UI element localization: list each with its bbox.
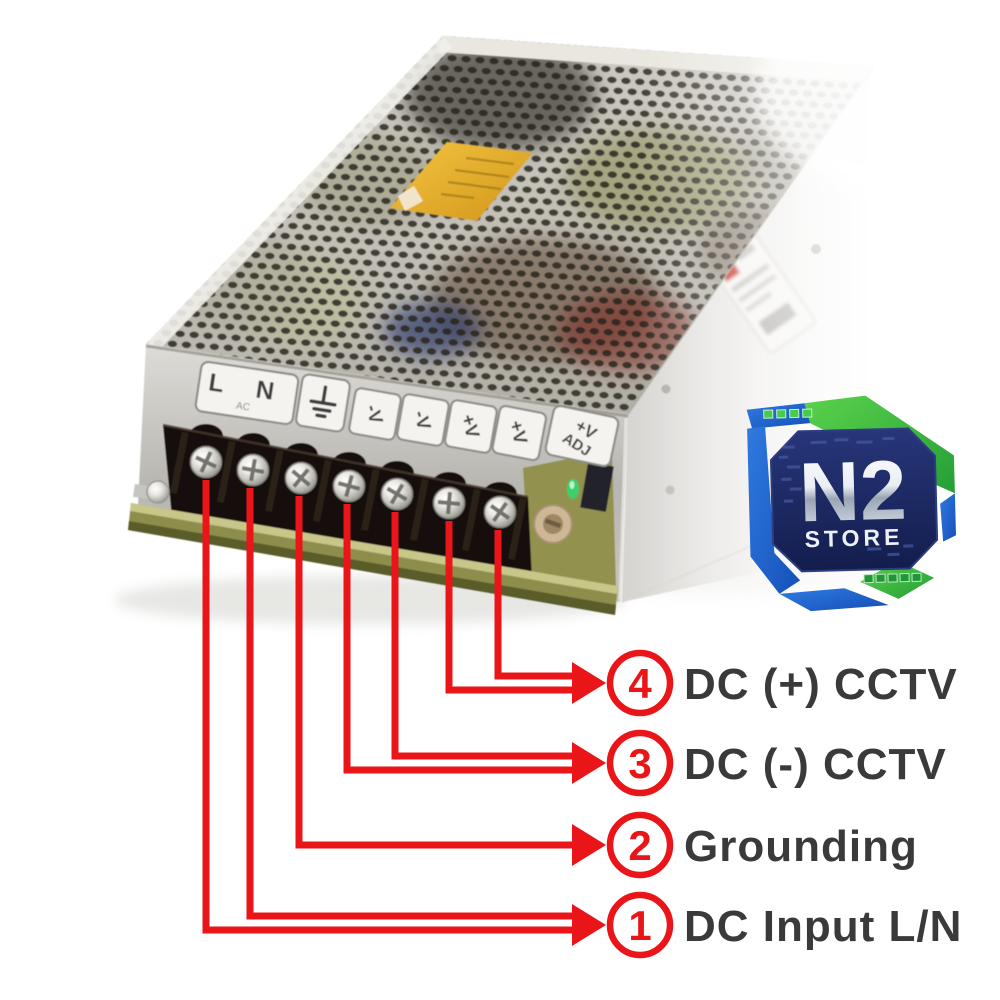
logo-chip-octagon (769, 427, 939, 573)
terminal-sticker-minus-v-2: -V (396, 393, 450, 447)
n2-store-logo: N2 STORE (746, 395, 956, 612)
terminal-sticker-adj: +V ADJ (544, 404, 620, 468)
callout-row: 1 DC Input L/N (606, 891, 962, 959)
logo-subtitle: STORE (804, 524, 903, 553)
terminal-sticker-plus-v-1: +V (444, 399, 498, 454)
adj-potentiometer (533, 504, 573, 544)
terminal-sticker-ln: L N AC (194, 360, 300, 426)
spec-label-yellow (390, 142, 533, 221)
callout-number: 4 (628, 660, 652, 707)
logo-pin-squares-bottom (863, 572, 922, 584)
callout-wire-terminal-3 (295, 496, 578, 849)
callout-wire-terminal-5 (391, 512, 578, 760)
terminal-screw (189, 445, 223, 479)
psu-left-edge-highlight (146, 36, 452, 352)
terminal-screw (483, 495, 517, 529)
callout-number-circle (606, 811, 674, 879)
callout-row: 4 DC (+) CCTV (606, 649, 958, 717)
callout-rows: 4 DC (+) CCTV 3 DC (-) CCTV 2 Grounding … (606, 649, 962, 959)
terminal-sticker-plus-v-2: +V (491, 404, 548, 462)
mounting-screw (133, 480, 170, 504)
callout-wire-terminal-4 (343, 504, 578, 774)
terminal-screw (284, 461, 318, 495)
callout-label: DC (+) CCTV (684, 660, 958, 709)
terminal-screw (236, 453, 270, 487)
sticker-ln-sub: AC (235, 401, 250, 414)
callout-number-circle (606, 729, 674, 797)
halation-top-right (755, 0, 1000, 190)
callout-wire-terminal-6 (445, 521, 578, 694)
arrow-right-icon (572, 662, 606, 704)
logo-circuit-traces (778, 436, 914, 557)
terminal-block-top-edge (162, 423, 529, 499)
arrow-right-icon (572, 742, 606, 784)
callout-label: Grounding (684, 822, 918, 871)
terminal-sticker-minus-v-1: -V (348, 387, 402, 441)
callout-wire-terminal-2 (246, 488, 578, 920)
callout-lines (202, 480, 578, 934)
callout-wire-terminal-1 (202, 480, 578, 934)
ground-icon (309, 385, 337, 419)
relay-component (580, 462, 614, 512)
terminal-screws (189, 445, 517, 529)
callout-arrows (572, 662, 606, 946)
logo-pin-squares-top (763, 408, 813, 419)
logo-title: N2 (798, 443, 908, 540)
callout-number: 1 (628, 902, 651, 949)
arrow-right-icon (572, 904, 606, 946)
terminal-screw (332, 469, 366, 503)
callout-wire-terminal-7 (494, 530, 578, 680)
callout-number: 2 (628, 822, 651, 869)
callout-row: 2 Grounding (606, 811, 918, 879)
callout-number-circle (606, 649, 674, 717)
terminal-screw (380, 477, 414, 511)
arrow-right-icon (572, 824, 606, 866)
terminal-sticker-row: L N AC -V -V +V +V (194, 360, 620, 468)
callout-label: DC (-) CCTV (684, 740, 947, 789)
terminal-screw (432, 486, 466, 520)
callout-number: 3 (628, 740, 651, 787)
callout-number-circle (606, 891, 674, 959)
terminal-sticker-ground (295, 373, 351, 433)
terminal-dividers (169, 431, 527, 560)
callout-label: DC Input L/N (684, 902, 962, 951)
psu-front-crease (145, 344, 629, 418)
callout-row: 3 DC (-) CCTV (606, 729, 947, 797)
psu-front-right-fold (618, 417, 628, 601)
